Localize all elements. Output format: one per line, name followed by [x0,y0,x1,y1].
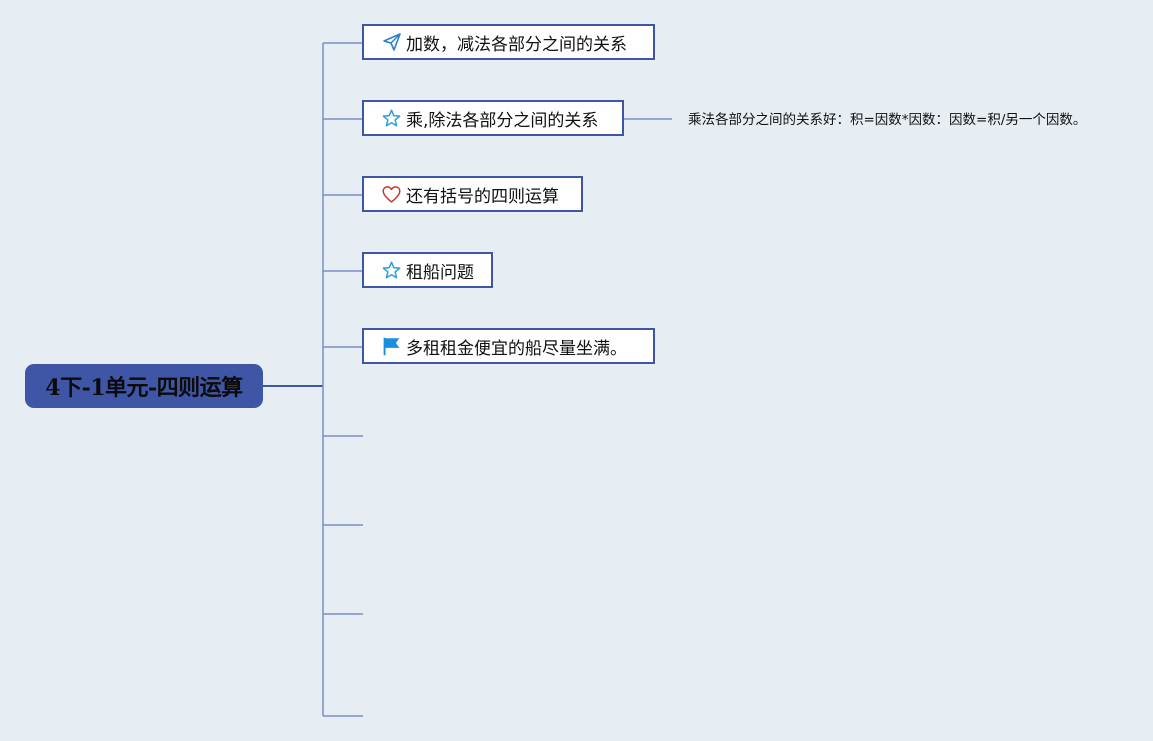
branch-topic-boat-rental[interactable]: 租船问题 [362,252,493,288]
branch-topic-label: 多租租金便宜的船尽量坐满。 [406,338,627,359]
branch-topic-label: 乘,除法各部分之间的关系 [406,110,599,131]
heart-icon [381,184,402,205]
root-topic-label: 4下-1单元-四则运算 [45,375,243,401]
branch-topic-label: 还有括号的四则运算 [406,186,559,207]
flag-icon [381,336,402,357]
subtopic-multiplication-relation[interactable]: 乘法各部分之间的关系好：积=因数*因数：因数=积/另一个因数。 [688,112,1087,128]
star-icon [381,260,402,281]
branch-topic-label: 租船问题 [406,262,474,283]
root-topic[interactable]: 4下-1单元-四则运算 [25,364,263,408]
branch-topic-label: 加数，减法各部分之间的关系 [406,34,627,55]
branch-topic-rental-strategy[interactable]: 多租租金便宜的船尽量坐满。 [362,328,655,364]
branch-topic-bracket-operations[interactable]: 还有括号的四则运算 [362,176,583,212]
star-icon [381,108,402,129]
paper-plane-icon [381,32,402,53]
branch-topic-multiplication-division[interactable]: 乘,除法各部分之间的关系 [362,100,624,136]
branch-topic-addition-subtraction[interactable]: 加数，减法各部分之间的关系 [362,24,655,60]
